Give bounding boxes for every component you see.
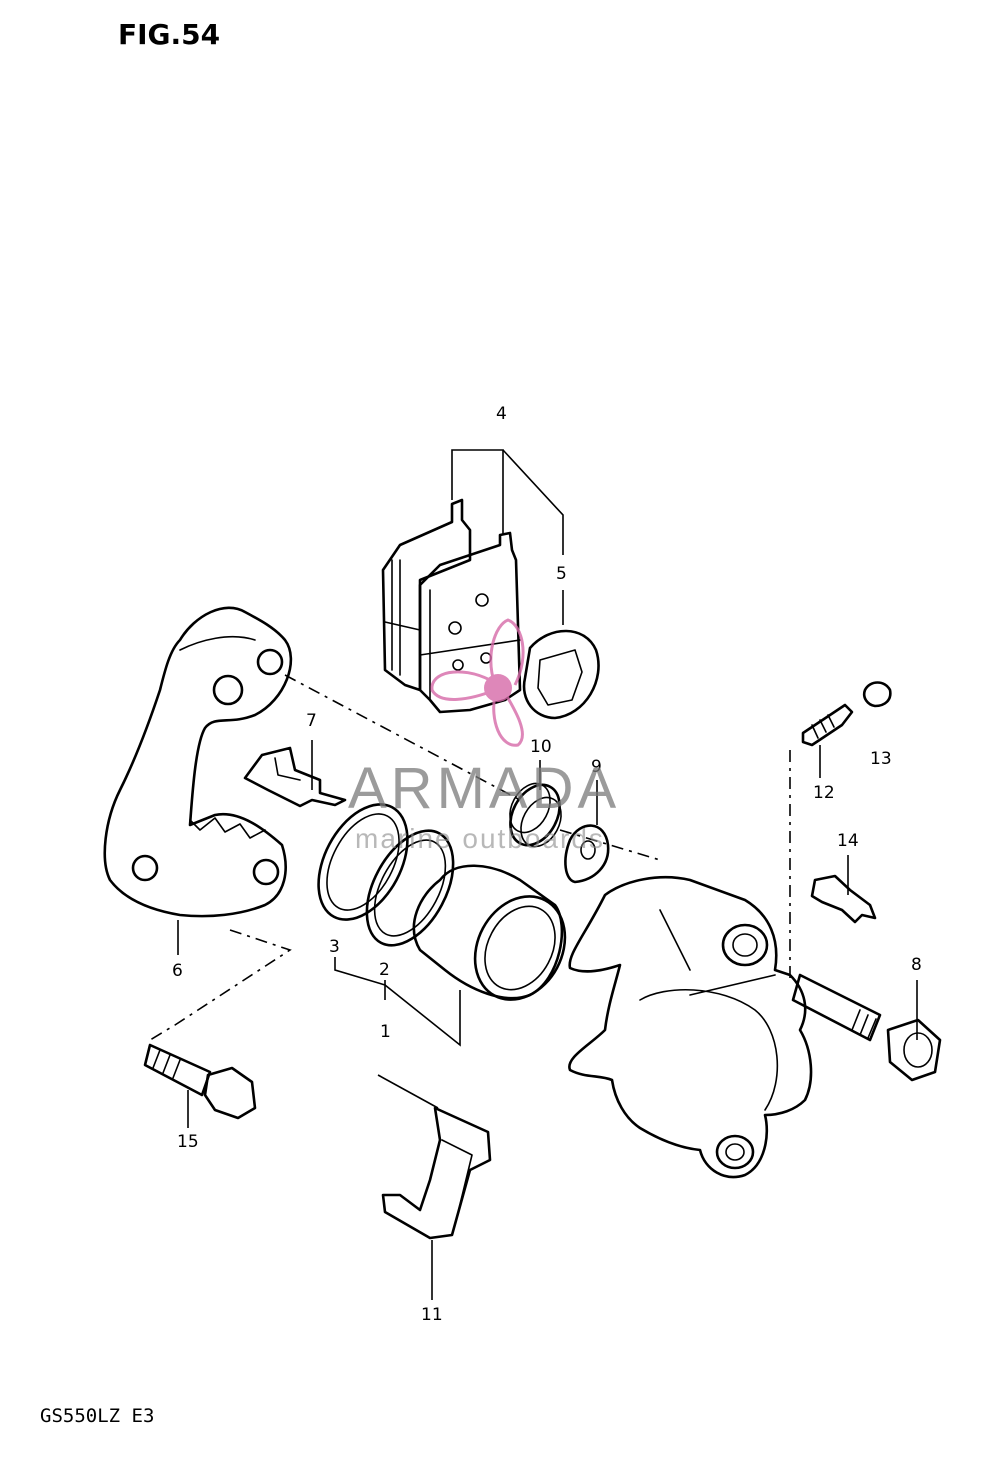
pad-retainer-clip: [810, 874, 877, 924]
pad-leader-bracket: [451, 449, 564, 625]
callout-labels: 4 5 7 10 9 13 12 14 3 2 8 6 1 15 11: [172, 404, 922, 1325]
callout-2: 2: [379, 960, 390, 980]
bracket-mounting-bolt: [143, 1043, 257, 1120]
callout-3: 3: [329, 937, 340, 957]
watermark-brand: ARMADA: [348, 756, 620, 821]
callout-7: 7: [306, 711, 317, 731]
bleeder-valve: [801, 703, 854, 747]
callout-4: 4: [496, 404, 507, 424]
callout-1: 1: [380, 1022, 391, 1042]
caliper-bracket: [103, 606, 293, 918]
caliper-piston: [412, 864, 567, 1001]
callout-15: 15: [177, 1132, 199, 1152]
bleeder-cap: [862, 681, 892, 708]
pad-spring-clip: [243, 746, 347, 808]
armada-propeller-logo: [430, 618, 525, 747]
callout-leaders: [177, 740, 918, 1300]
armada-watermark: ARMADA marine outboards: [348, 618, 620, 854]
callout-11: 11: [421, 1305, 443, 1325]
bush-rubber: [564, 824, 610, 884]
callout-12: 12: [813, 783, 835, 803]
callout-5: 5: [556, 564, 567, 584]
piston-seal-3: [317, 803, 409, 921]
callout-13: 13: [870, 749, 892, 769]
dust-boot: [509, 782, 562, 848]
callout-14: 14: [837, 831, 859, 851]
callout-6: 6: [172, 961, 183, 981]
caliper-body: [568, 876, 813, 1179]
pad-shim: [522, 629, 600, 720]
assembly-center-lines: [149, 674, 791, 1041]
watermark-tagline: marine outboards: [355, 823, 605, 854]
model-code: GS550LZ E3: [40, 1405, 154, 1427]
brake-pad-set: [381, 498, 522, 714]
piston-seal-2: [365, 829, 455, 947]
callout-10: 10: [530, 737, 552, 757]
pad-spring: [377, 1074, 492, 1240]
figure-title: FIG.54: [118, 18, 220, 51]
caliper-pin-bolt: [791, 973, 942, 1082]
callout-8: 8: [911, 955, 922, 975]
callout-9: 9: [591, 757, 602, 777]
